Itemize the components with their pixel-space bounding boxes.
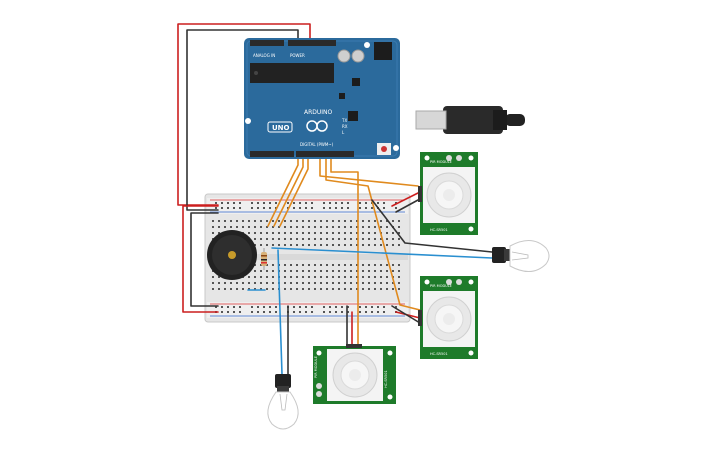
wire-signal-pir-1: [319, 154, 419, 187]
pir-2-top-label: PIR MODULE: [430, 284, 452, 288]
analog-header-label: ANALOG IN: [253, 53, 275, 58]
power-jack: [374, 42, 392, 60]
pir-3-side-label: HC-SR501: [384, 370, 388, 388]
capacitor: [351, 49, 365, 63]
pir-sensor-3: PIR MODULE HC-SR501: [313, 344, 396, 404]
light-bulb-right: [492, 240, 550, 272]
wire-ground-arduino: [186, 29, 299, 211]
pir-2-side-label: HC-SR501: [430, 352, 448, 356]
arduino-model-label: UNO: [272, 124, 290, 132]
arduino-brand-label: ARDUINO: [304, 109, 333, 116]
pir-3-top-label: PIR MODULE: [314, 356, 318, 378]
arduino-uno: ARDUINO UNO POWER ANALOG IN DIGITAL (PWM…: [244, 38, 525, 159]
wire-pir-1-power: [391, 192, 419, 207]
led-rx-label: RX: [342, 124, 348, 129]
reset-button-cap: [381, 146, 387, 152]
led-l-label: L: [342, 130, 345, 135]
light-bulb-bottom: [267, 374, 299, 430]
pir-sensor-1: PIR MODULE HC-SR501: [418, 152, 478, 235]
wire-pir-2-ground: [391, 305, 421, 324]
wire-bulb-bottom-signal: [277, 249, 283, 375]
wire-power-5v: [177, 23, 311, 206]
wire-bulb-right-ground: [371, 199, 493, 253]
digital-header-label: DIGITAL (PWM~): [300, 142, 334, 147]
pir-1-top-label: PIR MODULE: [430, 160, 452, 164]
wire-rail-red-left: [182, 205, 219, 313]
led-tx-label: TX: [341, 118, 347, 123]
usb-plug: [443, 106, 503, 134]
resistor: [261, 248, 267, 270]
usb-connector: [415, 110, 447, 130]
wire-pir-1-ground: [395, 199, 419, 213]
arduino-logo: [306, 120, 328, 132]
microcontroller-chip: [250, 63, 334, 83]
pir-sensor-2: PIR MODULE HC-SR501: [418, 276, 478, 359]
wire-bulb-right-signal: [271, 247, 493, 259]
power-header-label: POWER: [290, 53, 305, 58]
wire-signal-pir-3: [330, 154, 359, 346]
pir-1-side-label: HC-SR501: [430, 228, 448, 232]
wire-rail-black-left: [190, 212, 219, 307]
piezo-buzzer: [207, 230, 257, 280]
capacitor: [337, 49, 351, 63]
wires: [177, 23, 493, 375]
wire-signal-pir-2: [325, 154, 421, 311]
wire-signal-buzzer-3: [279, 154, 309, 227]
usb-cable: [505, 114, 525, 126]
